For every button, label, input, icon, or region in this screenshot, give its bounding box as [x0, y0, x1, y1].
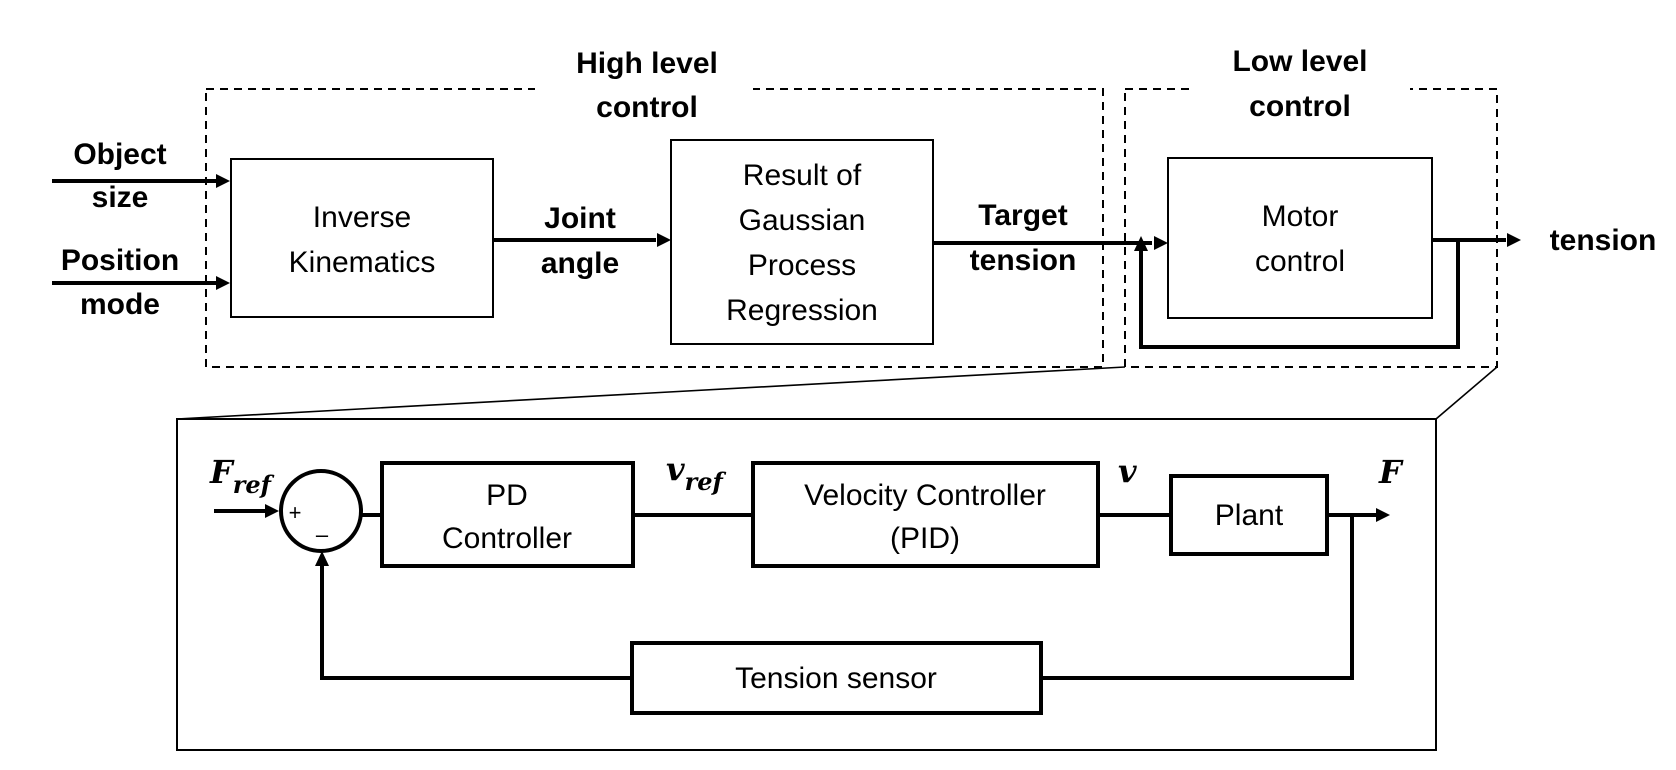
f-output-label: F: [1378, 453, 1404, 491]
motor-control-block: [1167, 157, 1433, 319]
f-ref-label: Fref: [209, 453, 275, 499]
input-object-line2: size: [92, 181, 149, 214]
plant-block: [1169, 474, 1329, 556]
velocity-line2: (PID): [890, 522, 960, 555]
zoom-line-right: [1435, 366, 1498, 420]
gpr-line3: Process: [748, 249, 856, 282]
sum-minus-sign: –: [316, 522, 329, 547]
tension-sensor-block: [630, 641, 1043, 715]
high-level-label-line1: High level: [576, 47, 718, 80]
tension-output-label: tension: [1550, 224, 1657, 257]
inverse-kinematics-block: [230, 158, 494, 318]
motor-line2: control: [1255, 245, 1345, 278]
ik-line1: Inverse: [313, 201, 411, 234]
pd-controller-block: [380, 461, 635, 568]
velocity-controller-block: [751, 461, 1100, 568]
low-level-label-line1: Low level: [1232, 45, 1367, 78]
feedback-to-sensor-line: [1041, 515, 1354, 680]
velocity-line1: Velocity Controller: [804, 479, 1046, 512]
plant-label: Plant: [1215, 499, 1284, 532]
v-label: v: [1118, 452, 1137, 490]
summing-junction: [279, 469, 363, 553]
high-level-label-line2: control: [596, 91, 698, 124]
zoom-line-left: [176, 366, 1126, 420]
gpr-line4: Regression: [726, 294, 878, 327]
motor-feedback-loop: [1139, 240, 1460, 349]
joint-angle-line2: angle: [541, 247, 619, 280]
motor-line1: Motor: [1262, 200, 1339, 233]
sum-plus-sign: +: [289, 500, 302, 525]
input-position-line2: mode: [80, 288, 160, 321]
v-ref-label: vref: [666, 450, 727, 496]
target-tension-line2: tension: [970, 244, 1077, 277]
gpr-line2: Gaussian: [739, 204, 866, 237]
low-level-label-line2: control: [1249, 90, 1351, 123]
joint-angle-line1: Joint: [544, 202, 616, 235]
sensor-to-sum-line: [320, 566, 632, 680]
ik-line2: Kinematics: [289, 246, 436, 279]
pd-line2: Controller: [442, 522, 572, 555]
input-position-line1: Position: [61, 244, 179, 277]
gpr-line1: Result of: [743, 159, 862, 192]
target-tension-line1: Target: [978, 199, 1067, 232]
input-object-line1: Object: [73, 138, 166, 171]
pd-line1: PD: [486, 479, 528, 512]
tension-sensor-label: Tension sensor: [735, 662, 937, 695]
